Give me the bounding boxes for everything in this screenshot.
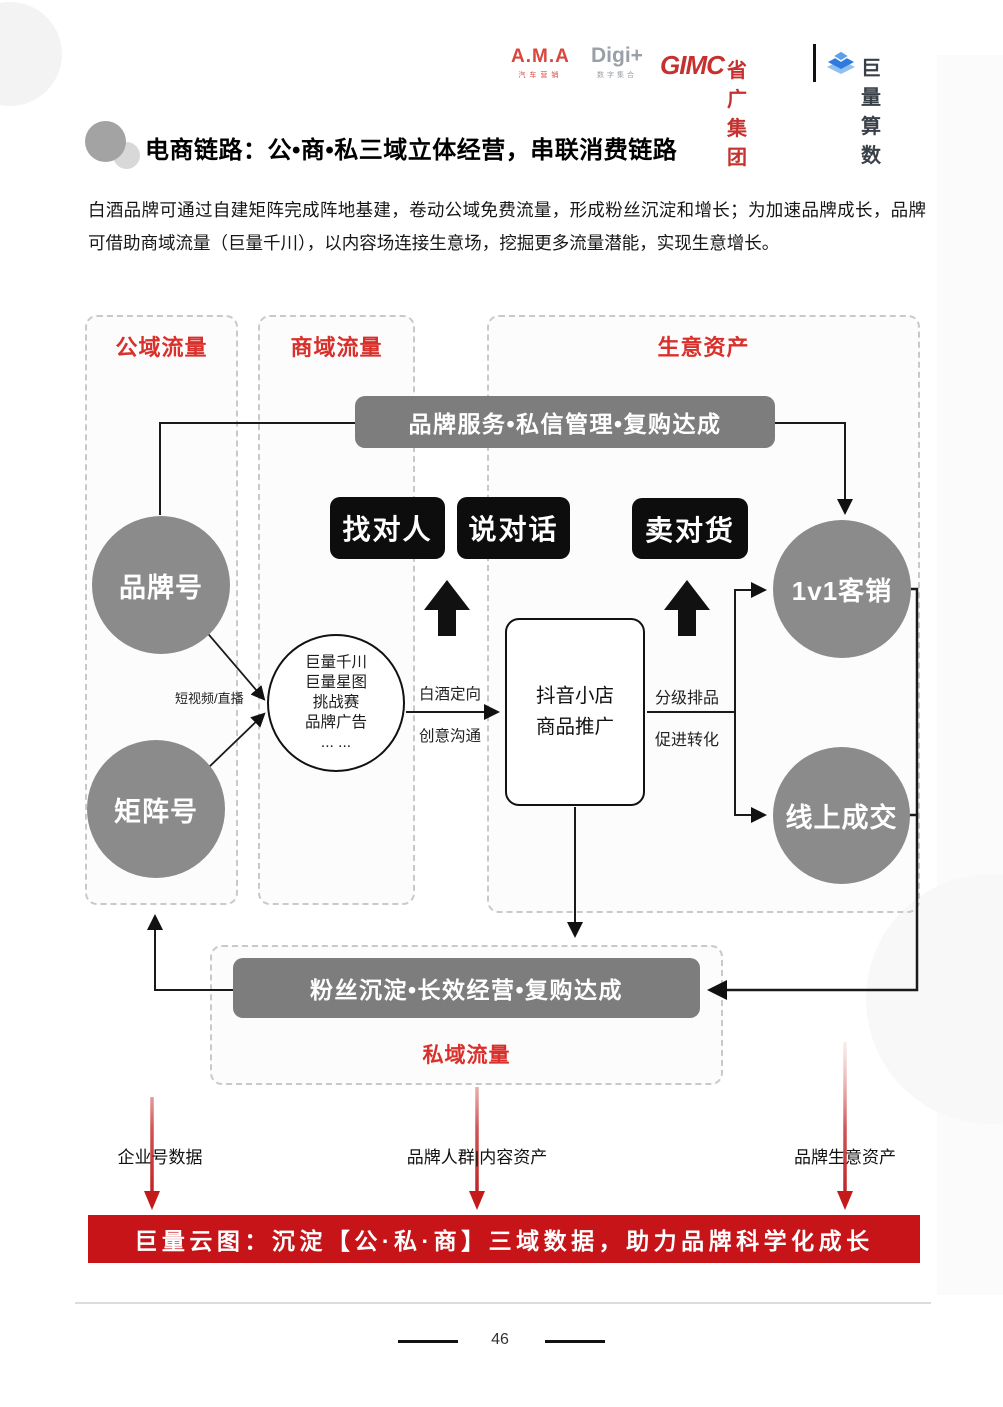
red-arrowhead-icon [144, 1191, 160, 1210]
node-brand-account: 品牌号 [92, 516, 230, 654]
label-grading-products: 分级排品 [655, 690, 720, 707]
footer-dash-left [398, 1340, 458, 1343]
zone-public-label: 公域流量 [115, 335, 208, 360]
juliang-diamond-icon [827, 50, 855, 74]
output-business-assets: 品牌生意资产 [794, 1148, 896, 1167]
label-short-video-live: 短视频/直播 [175, 691, 244, 706]
red-arrowhead-icon [837, 1191, 853, 1210]
store-line: 商品推广 [535, 716, 614, 738]
output-enterprise-data: 企业号数据 [117, 1148, 203, 1167]
output-audience-content-assets: 品牌人群|内容资产 [406, 1148, 548, 1167]
gimc-logo-chinese: 省广集团 [727, 60, 747, 169]
zone-business-label: 生意资产 [657, 335, 750, 360]
logo-divider [813, 44, 816, 82]
ama-logo-subtext: 汽车营销 [518, 72, 563, 79]
hub-line: 巨量星图 [304, 674, 367, 691]
ad-products-hub: 巨量千川 巨量星图 挑战赛 品牌广告 ... ... [267, 634, 405, 772]
brand-service-bar: 品牌服务•私信管理•复购达成 [355, 396, 775, 448]
hub-line: 挑战赛 [312, 694, 360, 711]
ama-logo: A.M.A 汽车营销 [511, 46, 570, 80]
page-number: 46 [491, 1331, 509, 1348]
store-line: 抖音小店 [535, 685, 614, 707]
douyin-store-box: 抖音小店 商品推广 [505, 618, 645, 806]
pill-sell-right-goods: 卖对货 [632, 498, 748, 559]
pill-say-right-words: 说对话 [457, 497, 570, 559]
digi-logo-text: Digi+ [591, 44, 643, 67]
node-online-deal: 线上成交 [773, 747, 910, 884]
hub-line: 巨量千川 [304, 654, 367, 671]
gimc-logo: GIMC [660, 50, 725, 80]
zone-commerce-label: 商域流量 [290, 335, 383, 360]
page-title: 电商链路：公•商•私三域立体经营，串联消费链路 [145, 137, 678, 164]
title-bullet-dark [85, 121, 126, 162]
footer-divider [75, 1302, 931, 1304]
node-1v1-sales: 1v1客销 [773, 520, 911, 658]
footer-dash-right [545, 1340, 605, 1343]
hub-line: 品牌广告 [304, 714, 367, 731]
up-arrow-icon [424, 580, 470, 636]
fans-retention-bar: 粉丝沉淀•长效经营•复购达成 [233, 958, 700, 1018]
digi-logo-subtext: 数字集合 [596, 72, 637, 79]
red-arrowhead-icon [469, 1191, 485, 1210]
pill-find-right-people: 找对人 [330, 497, 445, 559]
label-promote-conversion: 促进转化 [655, 732, 720, 749]
zone-private-label: 私域流量 [422, 1044, 511, 1067]
ring-decoration [0, 2, 62, 106]
hub-line: ... ... [320, 734, 352, 751]
juliang-logo-text: 巨量算数 [861, 58, 882, 167]
cloud-map-banner: 巨量云图：沉淀【公·私·商】三域数据，助力品牌科学化成长 [88, 1215, 920, 1263]
label-baijiu-targeting: 白酒定向 [419, 686, 482, 703]
ama-logo-text: A.M.A [511, 46, 570, 67]
label-creative-comm: 创意沟通 [419, 728, 482, 745]
digi-logo: Digi+ 数字集合 [591, 44, 643, 80]
intro-paragraph: 白酒品牌可通过自建矩阵完成阵地基建，卷动公域免费流量，形成粉丝沉淀和增长；为加速… [88, 200, 926, 253]
node-matrix-account: 矩阵号 [87, 740, 225, 878]
